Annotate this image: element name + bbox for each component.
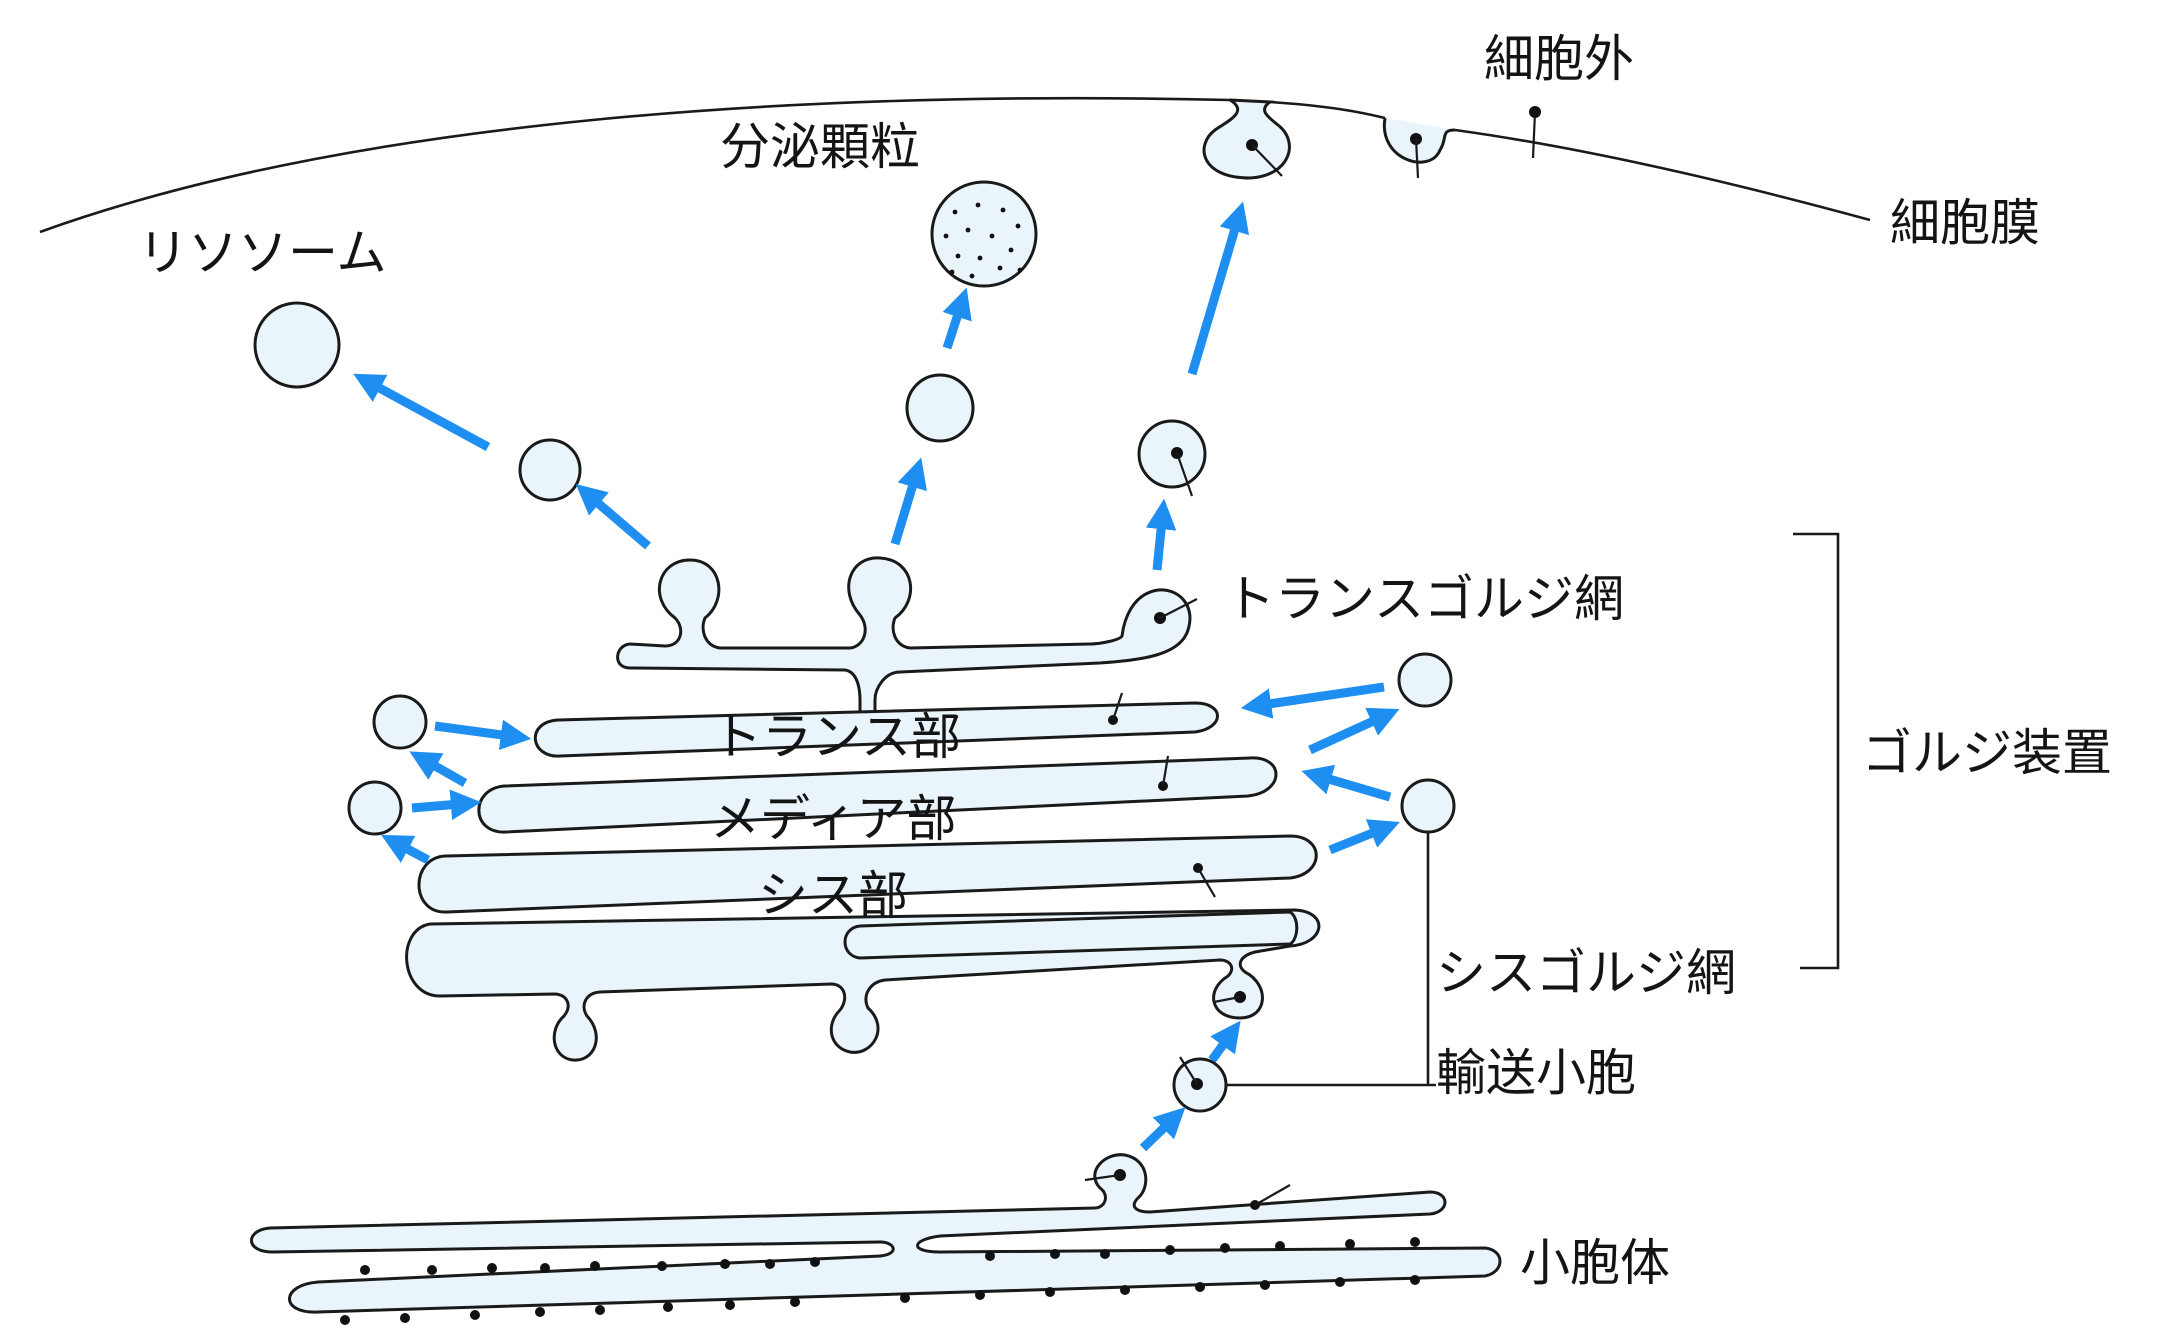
transport-arrows [353, 201, 1400, 1152]
side-vesicle-lower-right [1400, 778, 1456, 834]
vesicle-lysosome-path [518, 438, 582, 502]
endoplasmic-reticulum [250, 1153, 1502, 1325]
ribosome-dots [340, 1237, 1420, 1325]
label-cis-golgi-network: シスゴルジ網 [1436, 944, 1736, 1002]
vesicle-membrane-path [1137, 419, 1207, 497]
side-vesicle-lower-left [347, 780, 403, 836]
cis-golgi-network-cisterna [405, 908, 1321, 1062]
side-vesicle-upper-left [372, 694, 428, 750]
label-extracellular: 細胞外 [1484, 30, 1634, 88]
label-transport-vesicle: 輸送小胞 [1436, 1044, 1636, 1102]
golgi-bracket [1793, 532, 1840, 970]
label-medial-cisterna: メディア部 [710, 790, 957, 848]
plasma-membrane [39, 96, 1871, 234]
label-golgi-apparatus: ゴルジ装置 [1862, 724, 2112, 782]
medial-cisterna [477, 755, 1278, 834]
trans-cisterna [533, 692, 1219, 758]
label-secretory-granule: 分泌顆粒 [720, 118, 920, 176]
label-lysosome: リソソーム [138, 224, 387, 282]
granule-content-dots [943, 202, 1023, 279]
label-trans-golgi-network: トランスゴルジ網 [1225, 570, 1624, 628]
leader-lines [1226, 532, 1840, 1087]
transport-vesicle [1172, 1056, 1228, 1113]
label-endoplasmic-reticulum: 小胞体 [1520, 1234, 1670, 1292]
label-cis-cisterna: シス部 [758, 866, 908, 924]
secretory-granule-vesicle [930, 180, 1038, 288]
lysosome-vesicle [253, 301, 341, 389]
label-trans-cisterna: トランス部 [712, 708, 961, 766]
label-plasma-membrane: 細胞膜 [1890, 194, 2040, 252]
cis-cisterna [417, 834, 1318, 914]
side-vesicle-upper-right [1397, 652, 1453, 708]
vesicle-secretory-path [905, 373, 975, 443]
